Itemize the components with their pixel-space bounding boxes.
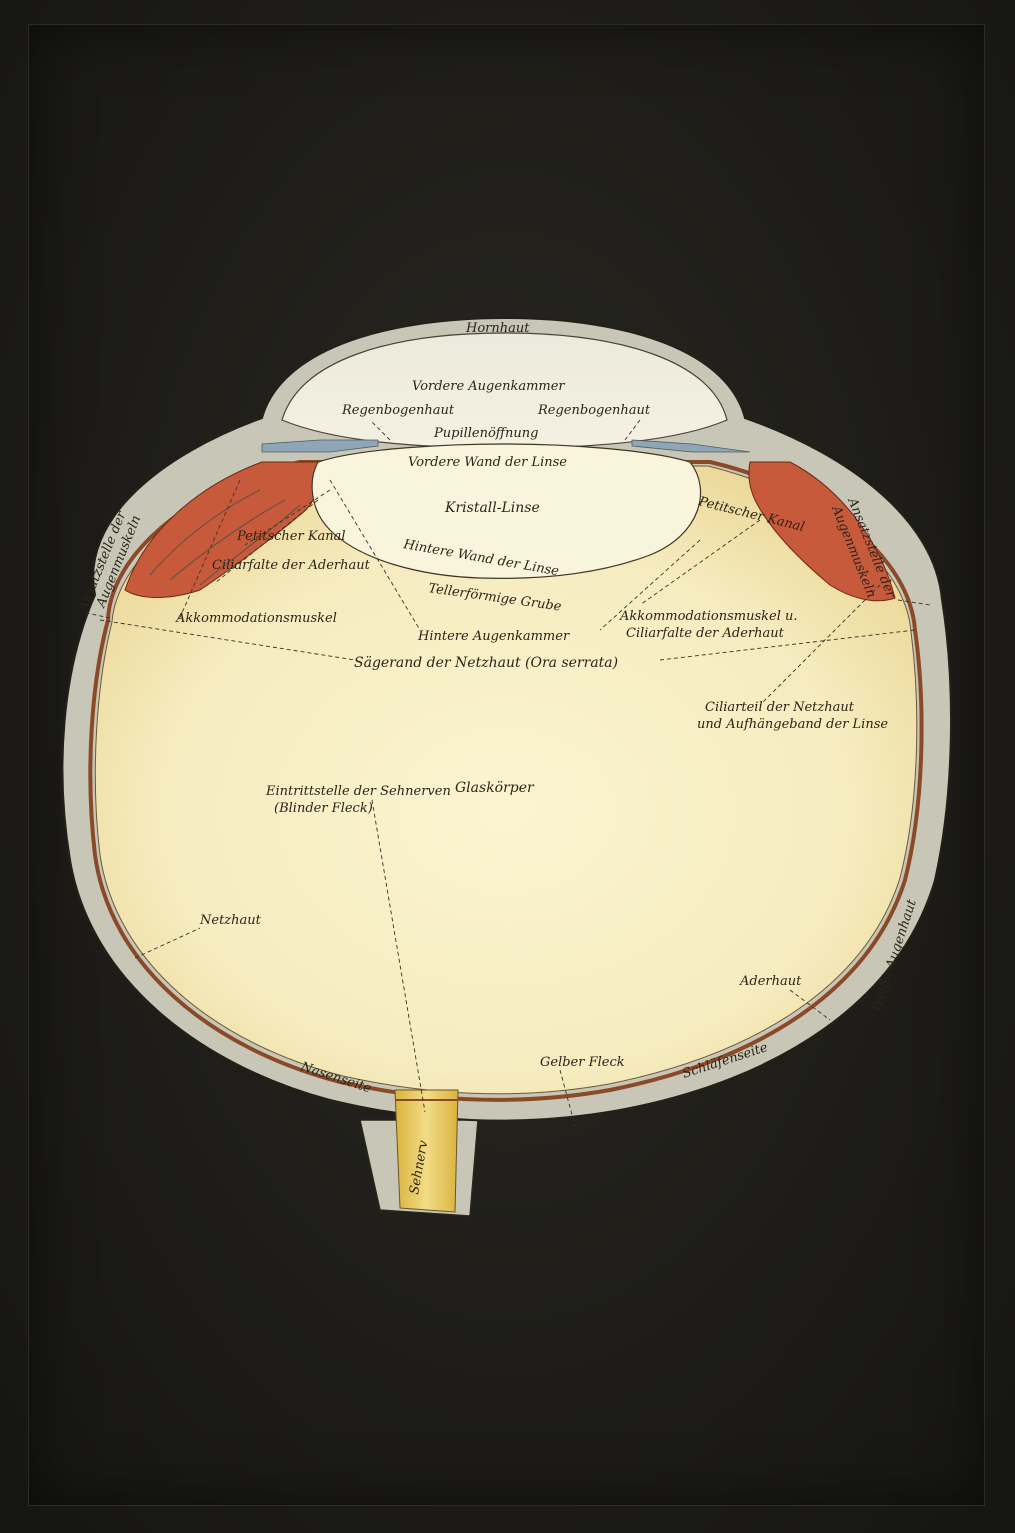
label-hintere-augenkammer: Hintere Augenkammer <box>417 629 570 644</box>
label-ciliarteil-1: Ciliarteil der Netzhaut <box>705 700 855 715</box>
label-ciliarfalte-left: Ciliarfalte der Aderhaut <box>212 558 371 573</box>
label-akkommodationsmuskel-right-2: Ciliarfalte der Aderhaut <box>626 626 785 641</box>
label-eintrittstelle-2: (Blinder Fleck) <box>274 801 373 816</box>
label-netzhaut: Netzhaut <box>199 913 262 928</box>
label-akkommodationsmuskel-left: Akkommodationsmuskel <box>175 611 337 626</box>
label-vordere-augenkammer: Vordere Augenkammer <box>412 379 565 394</box>
label-glaskoerper: Glaskörper <box>455 780 535 796</box>
label-gelber-fleck: Gelber Fleck <box>540 1055 625 1070</box>
label-regenbogenhaut-left: Regenbogenhaut <box>341 403 455 418</box>
label-vordere-wand-linse: Vordere Wand der Linse <box>408 455 567 470</box>
label-ciliarteil-2: und Aufhängeband der Linse <box>697 717 888 732</box>
label-hornhaut: Hornhaut <box>465 321 530 336</box>
label-saegerand: Sägerand der Netzhaut (Ora serrata) <box>354 655 618 671</box>
label-eintrittstelle-1: Eintrittstelle der Sehnerven <box>265 784 451 799</box>
label-akkommodationsmuskel-right-1: Akkommodationsmuskel u. <box>619 609 798 624</box>
label-pupillenoeffnung: Pupillenöffnung <box>433 426 538 441</box>
label-kristall-linse: Kristall-Linse <box>444 500 540 516</box>
label-regenbogenhaut-right: Regenbogenhaut <box>537 403 651 418</box>
label-petitscher-kanal-left: Petitscher Kanal <box>236 529 346 544</box>
label-aderhaut: Aderhaut <box>739 974 802 989</box>
